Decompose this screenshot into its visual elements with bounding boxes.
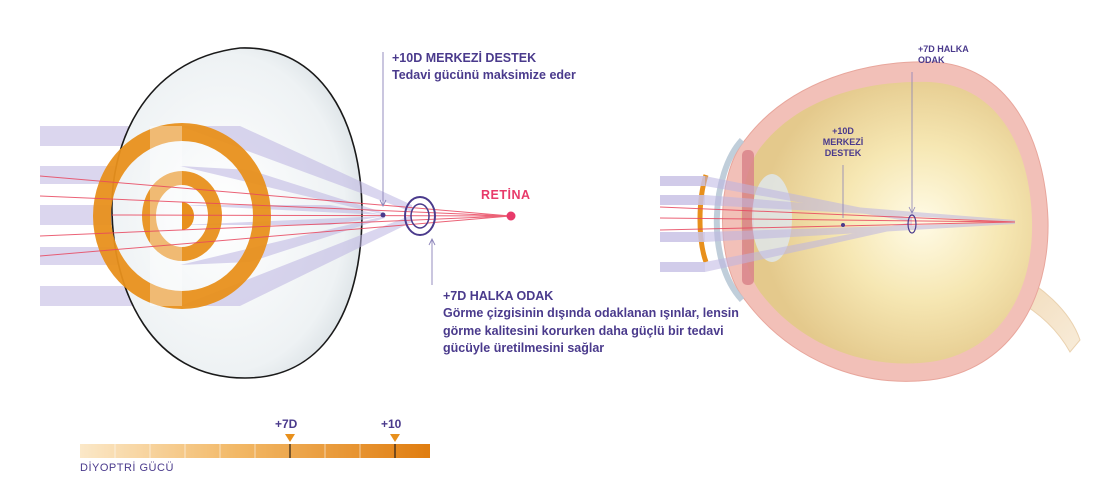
eye-center-label-line2: MERKEZİ xyxy=(822,137,864,147)
eye-vitreous xyxy=(741,81,1033,364)
callout-leaders xyxy=(379,52,436,285)
marker-7d-arrow xyxy=(285,434,295,442)
scale-marker-10d: +10 xyxy=(381,417,402,431)
central-support-description: Tedavi gücünü maksimize eder xyxy=(392,68,576,82)
eye-center-support-label: +10D MERKEZİ DESTEK xyxy=(818,126,868,159)
central-support-title: +10D MERKEZİ DESTEK xyxy=(392,51,537,65)
central-focus-point xyxy=(380,212,386,218)
eye-ring-label-line2: ODAK xyxy=(918,55,945,65)
eye-ring-focus-label: +7D HALKA ODAK xyxy=(918,44,969,66)
retina-label: RETİNA xyxy=(481,188,531,202)
eye-center-label-line1: +10D xyxy=(832,126,854,136)
ring-focus-rings xyxy=(404,196,436,236)
scale-marker-7d: +7D xyxy=(275,417,298,431)
focus-rays xyxy=(39,175,511,257)
eye-iris xyxy=(742,150,754,285)
eye-center-label-line3: DESTEK xyxy=(824,148,862,158)
eye-cross-section xyxy=(659,61,1081,382)
marker-10d-arrow xyxy=(390,434,400,442)
diopter-scale-label: DİYOPTRİ GÜCÜ xyxy=(80,462,174,474)
eye-cornea xyxy=(713,137,745,303)
eye-ring-label-line1: +7D HALKA xyxy=(918,44,969,54)
ring-focus-title: +7D HALKA ODAK xyxy=(443,289,554,303)
lens-treatment-rings xyxy=(93,123,271,309)
ring-focus-description: Görme çizgisinin dışında odaklanan ışınl… xyxy=(443,306,739,355)
diopter-scale xyxy=(80,434,430,458)
retina-point xyxy=(506,211,516,221)
